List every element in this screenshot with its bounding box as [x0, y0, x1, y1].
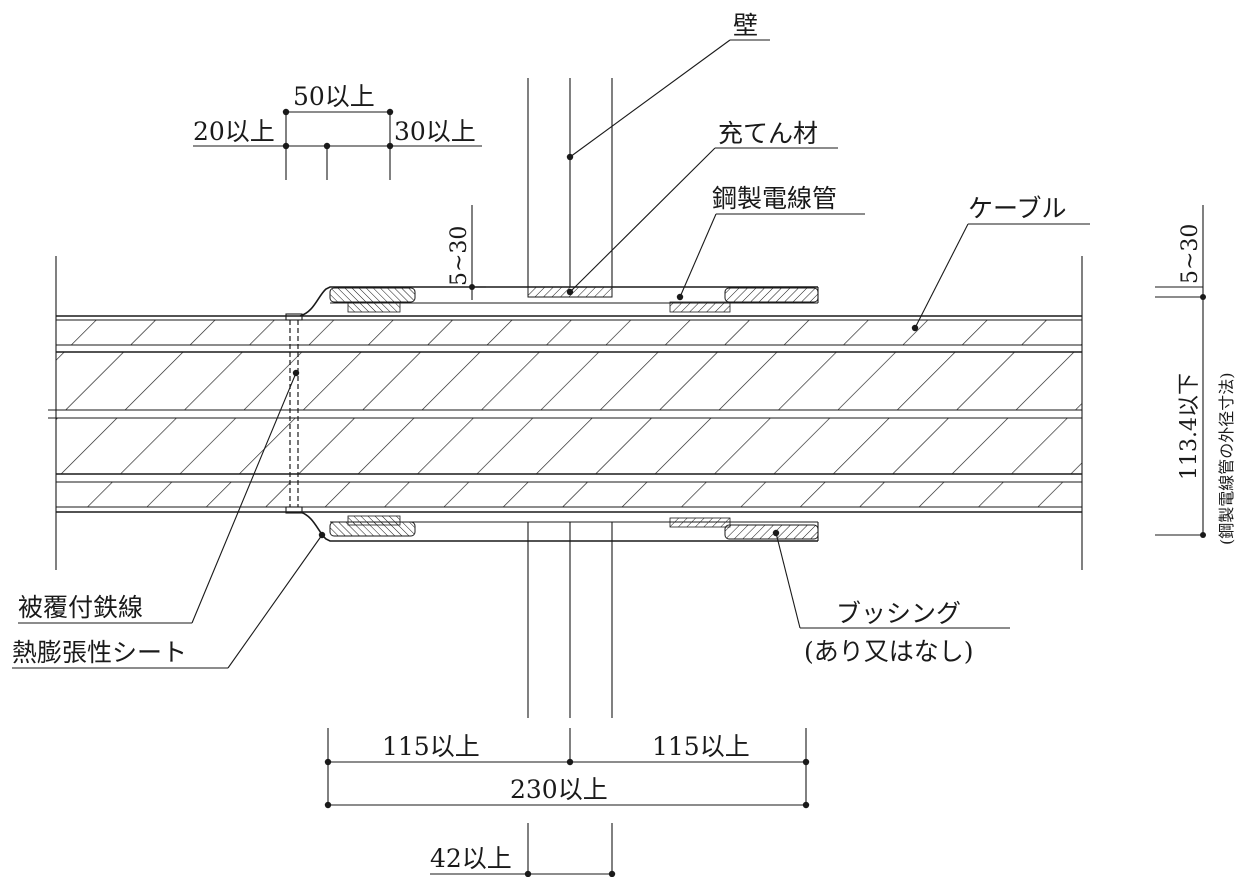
- leader-steel-conduit: 鋼製電線管: [676, 184, 865, 301]
- thermal-sheet-label: 熱膨張性シート: [12, 638, 187, 667]
- dim-115-right-label: 115以上: [652, 732, 750, 761]
- dim-42-label: 42以上: [430, 844, 512, 873]
- cable-label: ケーブル: [968, 194, 1067, 223]
- dim-20-label: 20以上: [193, 117, 275, 146]
- wall: [527, 78, 613, 877]
- dim-right-vertical: 5~30 113.4以下 (鋼製電線管の外径寸法): [1155, 205, 1236, 545]
- dim-50-20-30: 50以上 20以上 30以上: [193, 82, 482, 180]
- leader-thermal-sheet: 熱膨張性シート: [12, 531, 326, 669]
- bushing-note: (あり又はなし): [804, 637, 974, 666]
- leader-coated-wire: 被覆付鉄線: [18, 369, 300, 624]
- filler-label: 充てん材: [718, 119, 818, 148]
- coated-wire-label: 被覆付鉄線: [18, 593, 143, 622]
- dim-5-30-left-label: 5~30: [447, 226, 472, 286]
- cable-assembly: [48, 256, 1083, 570]
- wall-label: 壁: [733, 11, 758, 40]
- dim-113-note: (鋼製電線管の外径寸法): [1217, 373, 1236, 546]
- leader-bushing: ブッシング (あり又はなし): [772, 529, 1010, 666]
- dim-30-label: 30以上: [394, 117, 476, 146]
- leader-filler: 充てん材: [566, 119, 838, 296]
- dim-50-label: 50以上: [293, 82, 375, 111]
- dim-5-30-right-label: 5~30: [1178, 224, 1203, 284]
- dim-115-230: 115以上 115以上 230以上: [324, 728, 810, 809]
- dim-5-30-left: 5~30: [447, 205, 486, 300]
- dim-230-label: 230以上: [510, 775, 608, 804]
- leader-wall: 壁: [566, 11, 770, 161]
- leader-cable: ケーブル: [911, 194, 1090, 332]
- bushing-label: ブッシング: [836, 599, 961, 628]
- coated-wire-tie: [285, 313, 303, 514]
- steel-conduit-label: 鋼製電線管: [712, 184, 837, 213]
- dim-115-left-label: 115以上: [382, 732, 480, 761]
- dim-42: 42以上: [430, 844, 616, 877]
- steel-conduit-bottom: [299, 511, 819, 542]
- steel-conduit-top: [299, 286, 819, 317]
- dim-113-label: 113.4以下: [1177, 373, 1202, 480]
